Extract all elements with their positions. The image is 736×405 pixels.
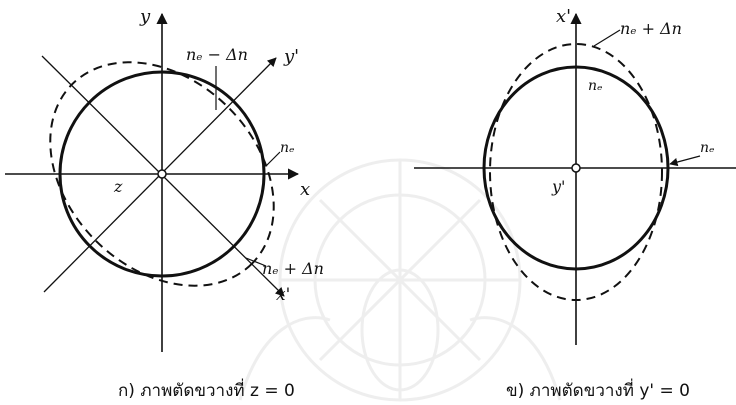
right-figure: [414, 12, 736, 345]
left-caption: ก) ภาพตัดขวางที่ z = 0: [118, 378, 295, 401]
left-label-ne-minus-dn: nₑ − Δn: [186, 45, 248, 64]
left-label-x-prime: x': [276, 285, 290, 305]
left-label-ne: nₑ: [280, 140, 294, 156]
right-pointer-ne: [669, 155, 701, 167]
right-label-x-prime: x': [556, 6, 571, 27]
right-caption: ข) ภาพตัดขวางที่ y' = 0: [506, 378, 690, 401]
left-index-circle: [58, 70, 266, 278]
left-label-y-prime: y': [283, 46, 299, 67]
left-index-ellipse: [49, 61, 275, 287]
right-labels: x' y' nₑ + Δn nₑ nₑ ข) ภาพตัดขวางที่ y' …: [506, 6, 714, 401]
right-pointer-plus: [593, 29, 621, 47]
right-label-ne-right: nₑ: [700, 140, 714, 156]
right-index-ellipse-solid: [482, 65, 670, 271]
right-label-ne-plus-dn: nₑ + Δn: [620, 19, 682, 38]
right-label-y-prime: y': [551, 177, 565, 196]
left-label-y: y: [139, 6, 151, 27]
left-figure: [5, 12, 300, 352]
left-origin: [157, 169, 167, 179]
left-label-ne-plus-dn: nₑ + Δn: [262, 259, 324, 278]
left-label-z: z: [113, 177, 123, 196]
right-index-ellipse-dashed: [489, 43, 663, 301]
right-origin: [571, 163, 581, 173]
left-pointer-plus: [245, 257, 267, 267]
watermark-emblem: [238, 158, 562, 402]
left-pointer-ne: [265, 151, 281, 167]
left-label-x: x: [300, 179, 310, 200]
left-labels: y x y' x' z nₑ − Δn nₑ nₑ + Δn ก) ภาพตัด…: [113, 6, 324, 401]
right-label-ne-inner: nₑ: [588, 78, 602, 94]
